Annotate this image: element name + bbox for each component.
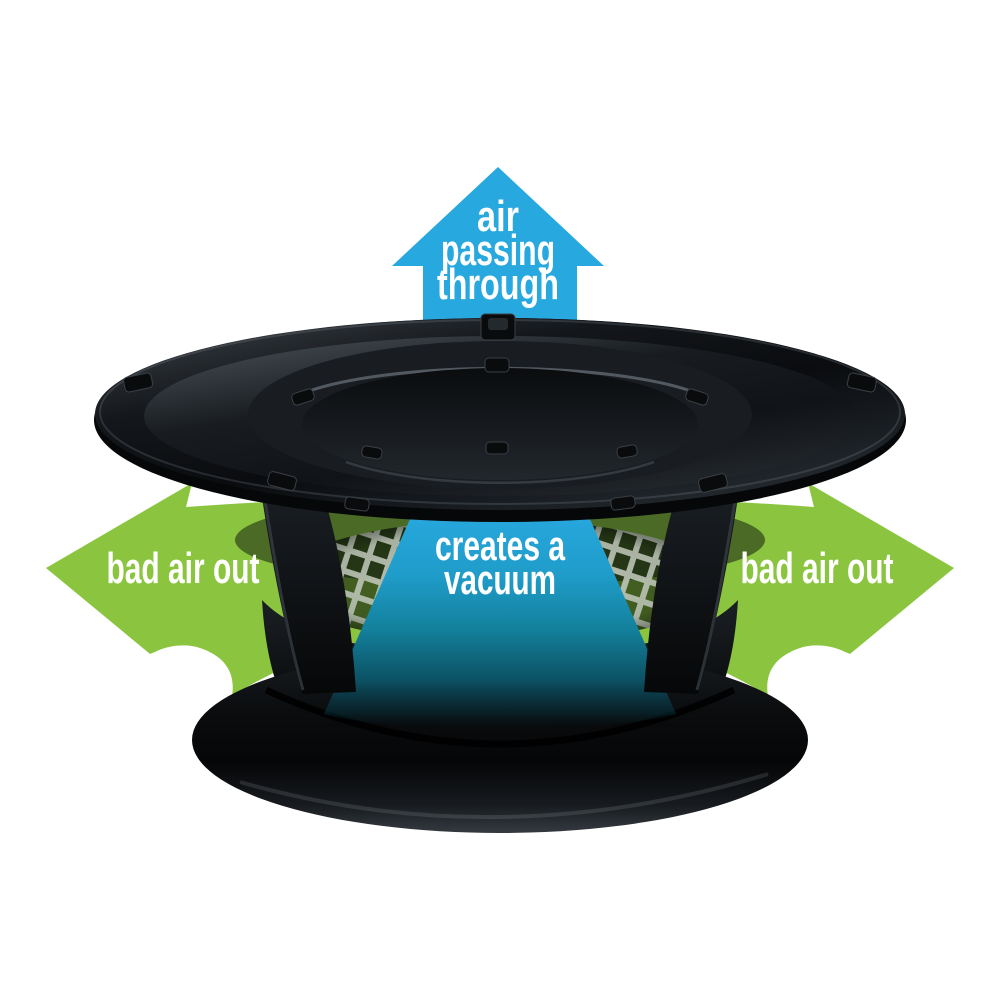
support-legs xyxy=(258,468,742,694)
clip-inner-right xyxy=(685,388,709,406)
drum-base-junction xyxy=(264,686,736,748)
base-gloss-highlight xyxy=(239,772,769,820)
clip-lower-left xyxy=(267,471,297,491)
cap-clips xyxy=(123,313,877,512)
clip-inner-bottom-left xyxy=(361,445,383,460)
depression-bottom-highlight xyxy=(345,460,655,485)
clip-lower-right xyxy=(698,473,728,493)
clip-top-center xyxy=(480,313,516,341)
clip-inner-bottom xyxy=(485,441,509,455)
clip-right xyxy=(846,372,877,393)
vacuum-label-line1: creates a xyxy=(435,522,565,569)
clip-inner-bottom-right xyxy=(616,444,638,459)
cap-center-depression xyxy=(302,368,698,480)
top-arrow-label-line2: passing xyxy=(441,226,555,275)
top-arrow-label-line3: through xyxy=(437,260,559,309)
clip-inner-top xyxy=(484,357,510,373)
right-arrow-label: bad air out xyxy=(741,544,894,593)
left-leg xyxy=(258,468,356,694)
clip-inner-left xyxy=(291,388,315,406)
vent-cap-lid xyxy=(94,318,906,522)
right-leg xyxy=(644,468,742,694)
up-arrow-icon xyxy=(392,167,604,340)
clip-left xyxy=(123,372,154,393)
vacuum-column: creates a vacuum xyxy=(324,510,676,729)
air-passing-arrow: air passing through xyxy=(392,167,604,340)
left-arrow-label: bad air out xyxy=(107,544,260,593)
vacuum-glow xyxy=(324,510,676,729)
clip-rim-left-low xyxy=(344,496,370,512)
top-arrow-label-line1: air xyxy=(477,192,519,241)
vacuum-label-line2: vacuum xyxy=(444,556,556,603)
clip-rim-right-low xyxy=(610,495,636,511)
